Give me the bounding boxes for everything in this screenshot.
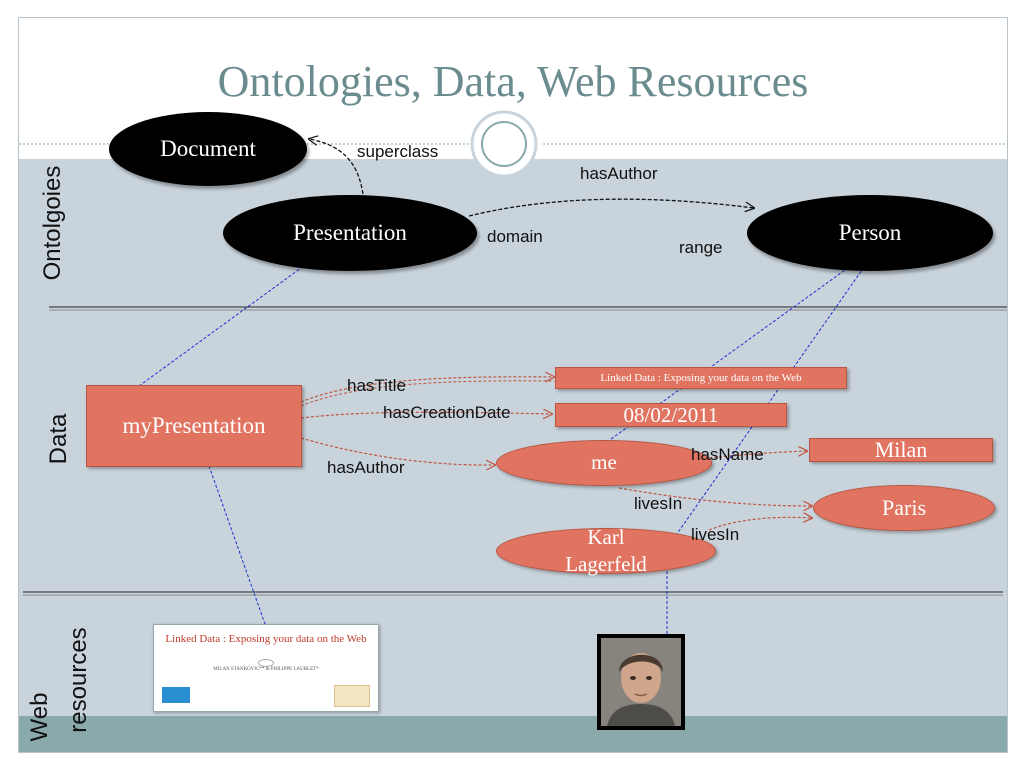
edge-label-lives-in-2: livesIn: [691, 525, 740, 544]
node-person-label: Person: [838, 220, 902, 245]
node-document-label: Document: [160, 136, 256, 161]
node-title-value-label: Linked Data : Exposing your data on the …: [600, 372, 802, 384]
edge-label-has-title: hasTitle: [347, 376, 406, 395]
node-me: me: [496, 440, 712, 486]
person-photo: [597, 634, 685, 730]
has-name-arrow: [708, 451, 807, 459]
edge-label-lives-in-1: livesIn: [634, 494, 683, 513]
edge-label-has-name: hasName: [691, 445, 764, 464]
thumbnail-authors: MILAN STANKOVIC** & PHILIPPE LAUBLET*: [213, 667, 319, 672]
thumbnail-logo-right-icon: [334, 685, 370, 707]
edge-label-has-author: hasAuthor: [580, 164, 658, 183]
has-author-arrow: [468, 198, 754, 217]
type-link-presentation: [138, 267, 302, 387]
title-ornament-inner: [481, 121, 527, 167]
thumbnail-title: Linked Data : Exposing your data on the …: [165, 633, 367, 645]
lives-in-me-arrow: [618, 487, 812, 506]
node-me-label: me: [591, 450, 617, 475]
superclass-arrow: [309, 139, 364, 195]
has-title-arrow: [300, 377, 554, 403]
node-date-value: 08/02/2011: [555, 403, 787, 427]
presentation-thumbnail: Linked Data : Exposing your data on the …: [153, 624, 379, 712]
section-label-web: Web: [26, 692, 53, 742]
node-presentation-label: Presentation: [293, 220, 407, 245]
thumbnail-logo-left-icon: [162, 687, 190, 703]
section-label-ontologies: Ontolgoies: [39, 165, 66, 281]
edge-label-range: range: [679, 238, 723, 257]
has-creation-date-arrow: [300, 412, 552, 418]
thumbnail-ornament: [258, 659, 274, 667]
edge-label-has-creation-date: hasCreationDate: [383, 403, 511, 422]
has-author-data-arrow: [300, 437, 495, 465]
node-paris-label: Paris: [882, 494, 926, 520]
node-date-value-label: 08/02/2011: [623, 402, 719, 427]
type-link-person-karl: [666, 269, 863, 549]
has-title-arrow-2: [300, 380, 555, 407]
lives-in-karl-arrow: [708, 517, 812, 531]
node-title-value: Linked Data : Exposing your data on the …: [555, 367, 847, 389]
node-my-presentation-label: myPresentation: [122, 413, 266, 438]
node-milan-label: Milan: [874, 437, 928, 462]
node-karl-label-line2: Lagerfeld: [565, 552, 647, 576]
edge-label-has-author-data: hasAuthor: [327, 458, 405, 477]
section-label-data: Data: [45, 413, 72, 465]
portrait-photo-icon: [601, 638, 681, 726]
section-label-resources: resources: [65, 627, 92, 733]
bottom-band: [19, 716, 1007, 752]
node-person: Person: [747, 195, 993, 271]
resource-link-thumbnail: [208, 465, 266, 625]
node-my-presentation: myPresentation: [86, 385, 302, 467]
node-presentation: Presentation: [223, 195, 477, 271]
node-milan: Milan: [809, 437, 993, 462]
node-document: Document: [109, 112, 307, 186]
node-paris: Paris: [813, 485, 995, 531]
connector-lines: [19, 110, 1007, 636]
edge-label-superclass: superclass: [357, 142, 439, 161]
page-title: Ontologies, Data, Web Resources: [217, 57, 809, 106]
node-karl-label-line1: Karl: [587, 524, 625, 549]
edge-label-domain: domain: [487, 227, 543, 246]
slide: Ontologies, Data, Web Resources: [18, 17, 1008, 753]
node-karl-lagerfeld: Karl Lagerfeld: [496, 525, 716, 576]
type-link-person-me: [606, 269, 846, 443]
